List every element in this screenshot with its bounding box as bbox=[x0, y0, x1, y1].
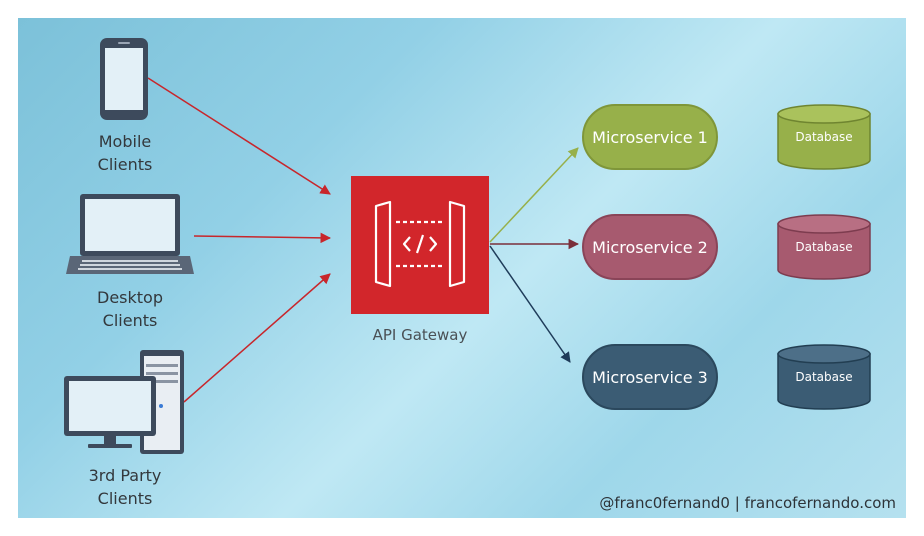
third-party-clients-label: 3rd Party Clients bbox=[65, 464, 185, 510]
database-1-label: Database bbox=[795, 130, 853, 144]
mobile-phone-icon bbox=[100, 38, 148, 120]
diagram-connectors bbox=[64, 38, 580, 454]
mobile-clients-label-line2: Clients bbox=[97, 155, 153, 174]
database-1: Database bbox=[776, 104, 872, 170]
arrow-gateway-to-ms3 bbox=[489, 245, 571, 363]
database-2-label: Database bbox=[795, 240, 853, 254]
api-gateway-label: API Gateway bbox=[372, 326, 468, 344]
api-gateway-icon bbox=[374, 200, 466, 288]
database-3: Database bbox=[776, 344, 872, 410]
database-cylinder-icon bbox=[777, 214, 871, 280]
arrow-gateway-to-ms1 bbox=[489, 147, 579, 243]
credit-text: @franc0fernand0 | francofernando.com bbox=[599, 494, 896, 512]
mobile-clients-label-line1: Mobile bbox=[98, 132, 152, 151]
microservice-3: Microservice 3 bbox=[582, 344, 718, 410]
database-cylinder-icon bbox=[777, 344, 871, 410]
microservice-1: Microservice 1 bbox=[582, 104, 718, 170]
microservice-2: Microservice 2 bbox=[582, 214, 718, 280]
arrow-mobile-to-gateway bbox=[147, 77, 331, 195]
mobile-clients-label: Mobile Clients bbox=[65, 130, 185, 176]
desktop-clients-label-line2: Clients bbox=[102, 311, 158, 330]
microservice-3-label: Microservice 3 bbox=[592, 367, 708, 387]
microservice-2-label: Microservice 2 bbox=[592, 237, 708, 257]
desktop-clients-label: Desktop Clients bbox=[70, 286, 190, 332]
microservice-1-label: Microservice 1 bbox=[592, 127, 708, 147]
laptop-icon bbox=[66, 194, 194, 274]
arrow-thirdparty-to-gateway bbox=[183, 273, 331, 403]
arrow-desktop-to-gateway bbox=[193, 232, 332, 244]
third-party-clients-label-line1: 3rd Party bbox=[88, 466, 162, 485]
database-2: Database bbox=[776, 214, 872, 280]
api-gateway-glyph bbox=[374, 200, 466, 288]
database-cylinder-icon bbox=[777, 104, 871, 170]
desktop-clients-label-line1: Desktop bbox=[97, 288, 163, 307]
diagram-canvas: API Gateway Mobile Clients Desktop Clien… bbox=[18, 18, 906, 518]
desktop-computer-icon bbox=[64, 350, 184, 454]
third-party-clients-label-line2: Clients bbox=[97, 489, 153, 508]
database-3-label: Database bbox=[795, 370, 853, 384]
